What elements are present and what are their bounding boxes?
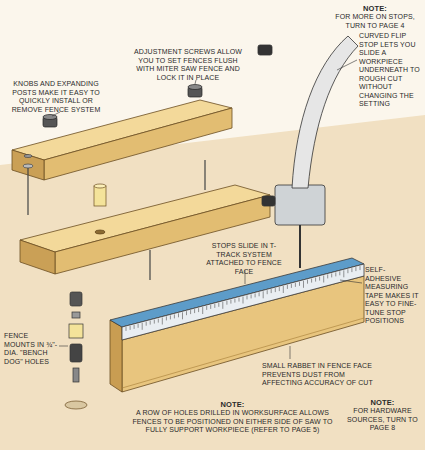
tape-tick	[343, 270, 344, 277]
tape-tick	[150, 321, 151, 325]
tape-tick	[154, 320, 155, 324]
tape-tick	[263, 291, 264, 298]
callout-label: STOPS SLIDE IN T-TRACK SYSTEM ATTACHED T…	[205, 242, 283, 276]
flip-stop	[258, 36, 358, 268]
tape-tick	[259, 292, 260, 296]
tape-tick	[182, 312, 183, 319]
tape-tick	[287, 285, 288, 289]
tape-tick	[158, 319, 159, 323]
tape-tick	[146, 322, 147, 326]
tape-tick	[142, 323, 143, 330]
tape-tick	[186, 311, 187, 315]
tape-tick	[347, 269, 348, 273]
callout-label: SMALL RABBET IN FENCE FACE PREVENTS DUST…	[262, 362, 387, 388]
tape-tick	[360, 266, 361, 270]
tape-tick	[239, 298, 240, 302]
callout-label: FOR MORE ON STOPS, TURN TO PAGE 4	[330, 13, 420, 30]
tape-tick	[210, 305, 211, 309]
tape-tick	[243, 297, 244, 304]
callout-label: ADJUSTMENT SCREWS ALLOW YOU TO SET FENCE…	[132, 48, 244, 82]
tape-tick	[327, 274, 328, 278]
callout-label: SELF-ADHESIVE MEASURING TAPE MAKES IT EA…	[365, 266, 421, 326]
callout-label: A ROW OF HOLES DRILLED IN WORKSURFACE AL…	[130, 409, 335, 435]
tape-tick	[335, 272, 336, 276]
tape-tick	[206, 306, 207, 310]
tape-tick	[255, 293, 256, 297]
tape-tick	[355, 267, 356, 271]
leader-lines	[52, 60, 362, 359]
tape-tick	[295, 283, 296, 287]
tape-tick	[226, 301, 227, 305]
tape-tick	[166, 316, 167, 320]
tape-tick	[267, 290, 268, 294]
tape-tick	[247, 295, 248, 299]
tape-tick	[303, 281, 304, 288]
tape-tick	[190, 310, 191, 314]
tape-tick	[275, 288, 276, 292]
tape-tick	[283, 286, 284, 293]
callout-label: KNOBS AND EXPANDING POSTS MAKE IT EASY T…	[6, 80, 106, 114]
tape-tick	[271, 289, 272, 293]
tape-tick	[351, 268, 352, 272]
tape-tick	[311, 279, 312, 283]
tape-tick	[174, 314, 175, 318]
note-heading: NOTE:	[130, 400, 335, 409]
spacer-post	[94, 184, 106, 206]
tape-tick	[331, 273, 332, 277]
tape-tick	[170, 315, 171, 319]
tape-tick	[323, 276, 324, 283]
tape-tick	[251, 294, 252, 298]
tape-tick	[134, 325, 135, 329]
tape-tick	[307, 280, 308, 284]
tape-tick	[198, 308, 199, 312]
tape-tick	[234, 299, 235, 303]
callout-label: FENCE MOUNTS IN ¾"-DIA. "BENCH DOG" HOLE…	[4, 332, 59, 366]
tape-tick	[299, 282, 300, 286]
note-heading: NOTE:	[345, 398, 420, 407]
tape-tick	[230, 300, 231, 304]
bench-dog-post	[65, 292, 87, 409]
tape-tick	[279, 287, 280, 291]
tape-tick	[222, 302, 223, 309]
tape-tick	[178, 313, 179, 317]
tape-tick	[162, 318, 163, 325]
tape-tick	[319, 277, 320, 281]
note-heading: NOTE:	[330, 4, 420, 13]
callout-label: FOR HARDWARE SOURCES, TURN TO PAGE 8	[345, 407, 420, 433]
screws	[23, 155, 205, 281]
tape-tick	[138, 324, 139, 328]
tape-tick	[218, 303, 219, 307]
callout-label: CURVED FLIP STOP LETS YOU SLIDE A WORKPI…	[359, 32, 421, 109]
tape-tick	[315, 278, 316, 282]
tape-tick	[214, 304, 215, 308]
tape-tick	[291, 284, 292, 288]
tape-tick	[194, 309, 195, 313]
tape-tick	[130, 326, 131, 330]
tape-tick	[126, 327, 127, 331]
tape-tick	[339, 271, 340, 275]
tape-tick	[202, 307, 203, 314]
